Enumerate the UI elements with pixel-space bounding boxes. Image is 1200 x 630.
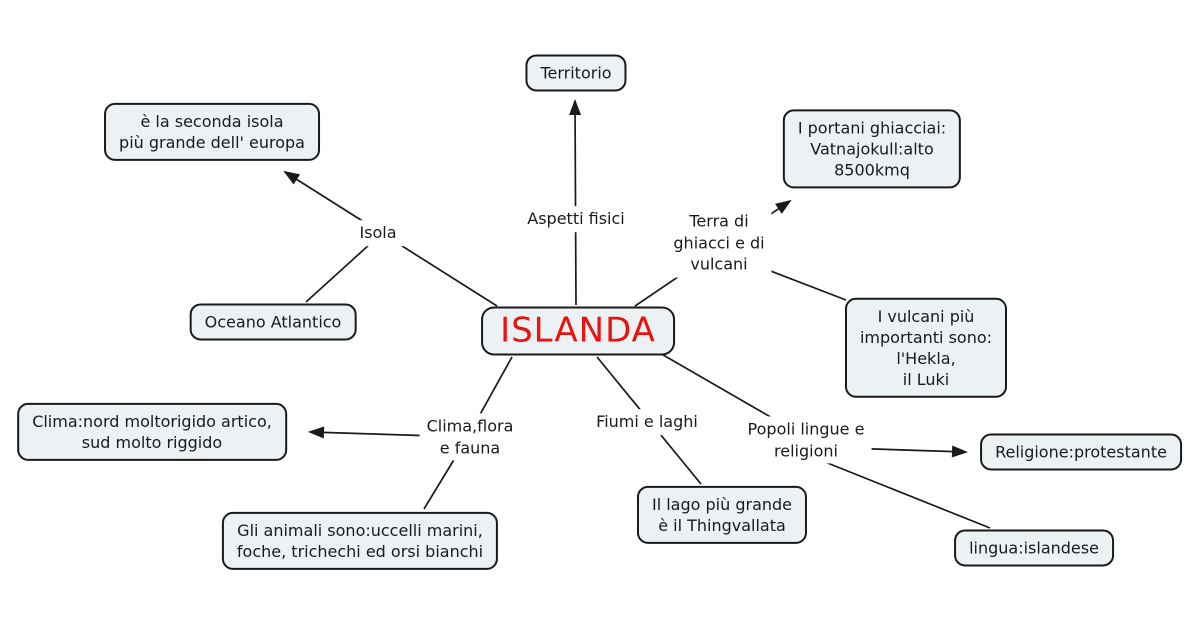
concept-node-religione: Religione:protestante — [980, 433, 1182, 471]
link-label-popoli-lingue-religioni: Popoli lingue e religioni — [740, 416, 872, 464]
concept-node-lingua: lingua:islandese — [954, 529, 1114, 567]
link-label-isola: Isola — [352, 220, 404, 246]
concept-node-territorio: Territorio — [525, 54, 627, 92]
concept-node-oceano-atlantico: Oceano Atlantico — [189, 303, 357, 341]
concept-node-vulcani-importanti: I vulcani più importanti sono: l'Hekla, … — [844, 297, 1008, 399]
concept-node-animali: Gli animali sono:uccelli marini, foche, … — [221, 511, 499, 571]
link-label-aspetti-fisici: Aspetti fisici — [520, 206, 632, 232]
link-islanda-territorio — [569, 99, 582, 306]
link-isola-oceano — [305, 243, 371, 303]
link-label-clima-flora-fauna: Clima,flora e fauna — [419, 413, 521, 461]
concept-node-lago-thingvallata: Il lago più grande è il Thingvallata — [636, 485, 808, 545]
link-clima-flora-animali — [423, 457, 456, 510]
concept-node-clima-nord: Clima:nord moltorigido artico, sud molto… — [17, 402, 287, 462]
concept-node-islanda: ISLANDA — [481, 306, 675, 356]
link-popoli-lingua — [819, 459, 991, 529]
link-label-fiumi-e-laghi: Fiumi e laghi — [589, 409, 705, 435]
link-label-terra-di-ghiacci: Terra di ghiacci e di vulcani — [666, 208, 772, 278]
concept-node-portani-ghiacciai: I portani ghiacciai: Vatnajokull:alto 85… — [782, 109, 962, 189]
concept-node-seconda-isola: è la seconda isola più grande dell' euro… — [104, 102, 320, 162]
